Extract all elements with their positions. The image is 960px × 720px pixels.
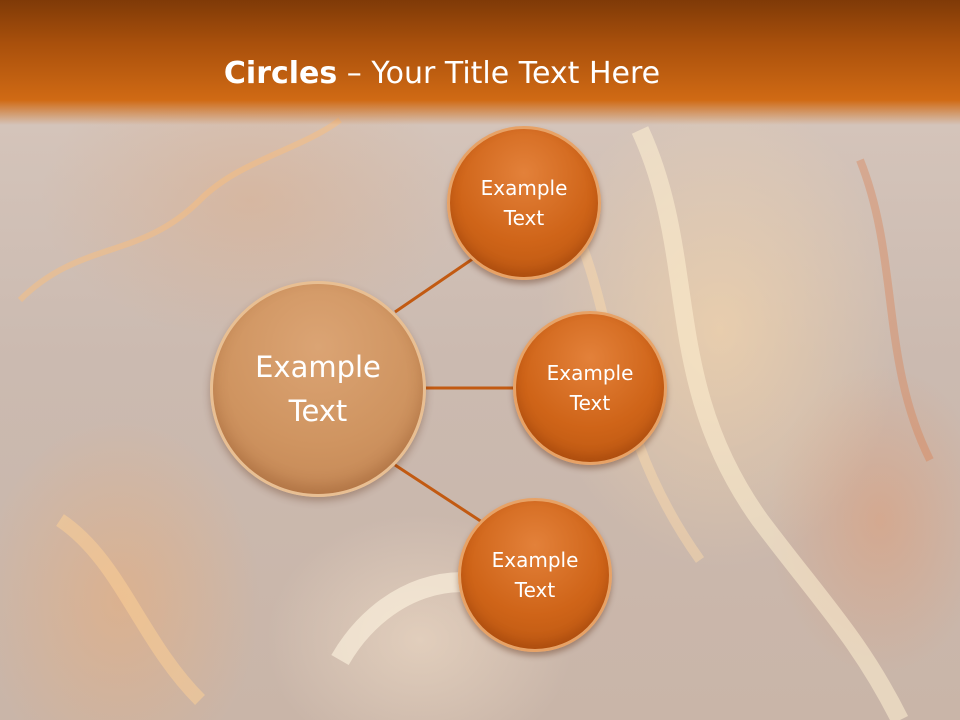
center-circle-label: Example Text	[255, 350, 381, 428]
slide-title: Circles – Your Title Text Here	[0, 56, 922, 91]
center-circle[interactable]: Example Text	[210, 281, 426, 497]
satellite-circle-label: Example Text	[491, 548, 579, 602]
satellite-circle-bottom[interactable]: Example Text	[458, 498, 612, 652]
title-bar	[0, 0, 960, 125]
title-bold: Circles	[223, 56, 338, 91]
connector-bottom	[394, 463, 483, 524]
satellite-circle-middle[interactable]: Example Text	[513, 311, 667, 465]
satellite-circle-label: Example Text	[546, 361, 634, 415]
title-rest: – Your Title Text Here	[337, 56, 661, 91]
satellite-circle-label: Example Text	[480, 176, 568, 230]
connector-top	[394, 256, 475, 314]
satellite-circle-top[interactable]: Example Text	[447, 126, 601, 280]
